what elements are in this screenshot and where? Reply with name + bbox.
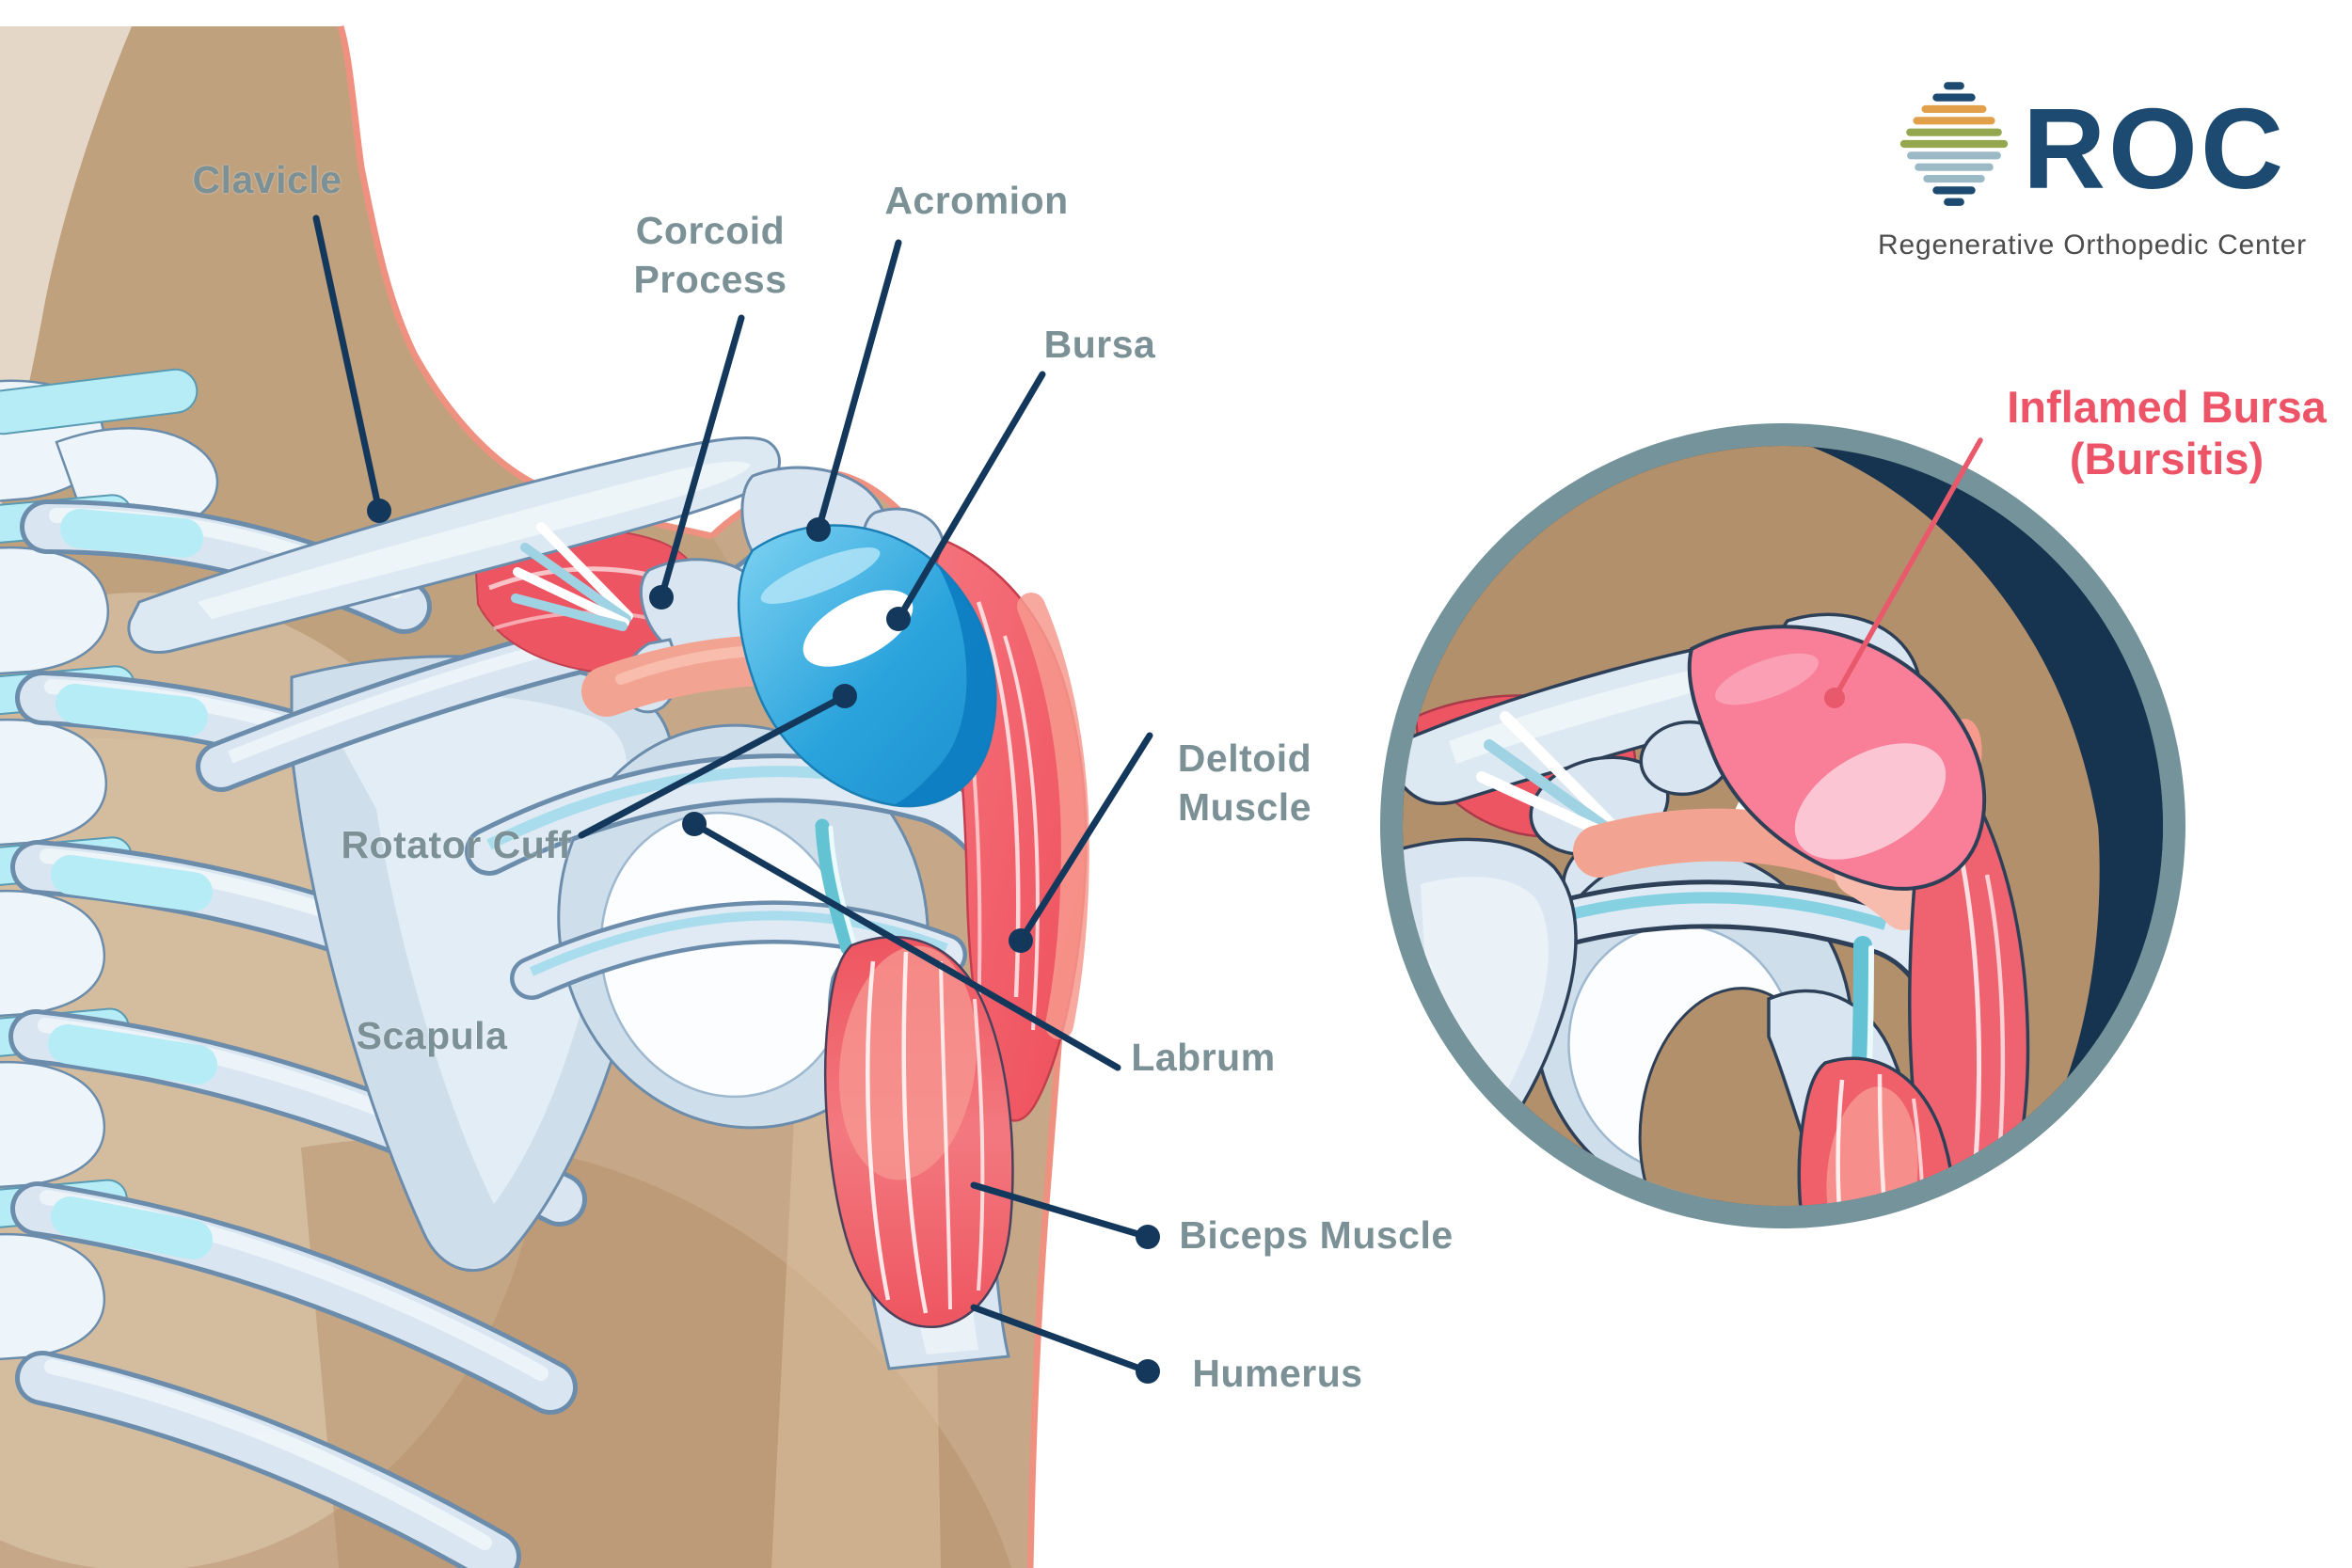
label-inflamed-bursa: Inflamed Bursa (Bursitis)	[2007, 381, 2327, 484]
label-labrum: Labrum	[1131, 1033, 1275, 1082]
label-humerus: Humerus	[1192, 1349, 1362, 1398]
label-corcoid-line1: Corcoid	[635, 209, 786, 252]
label-biceps-text: Biceps Muscle	[1179, 1213, 1454, 1257]
inset-circle	[1380, 423, 2185, 1228]
bursa-shape	[738, 524, 997, 808]
label-inflamed-bursa-line1: Inflamed Bursa	[2007, 382, 2327, 432]
roc-logo: ROC Regenerative Orthopedic Center	[1867, 77, 2317, 261]
label-labrum-text: Labrum	[1131, 1036, 1276, 1079]
leader-lines	[312, 214, 1160, 1384]
label-bursa-text: Bursa	[1043, 323, 1156, 366]
logo-brand-text: ROC	[2022, 85, 2287, 213]
label-acromion-text: Acromion	[884, 179, 1069, 222]
biceps-muscle-shape	[815, 818, 1014, 1328]
label-corcoid-line2: Process	[633, 258, 787, 301]
label-clavicle: Clavicle	[193, 155, 342, 204]
label-bursa: Bursa	[1044, 320, 1156, 369]
label-deltoid-line1: Deltoid	[1177, 736, 1312, 780]
label-humerus-text: Humerus	[1192, 1352, 1363, 1395]
label-inflamed-bursa-line2: (Bursitis)	[2069, 434, 2265, 483]
label-deltoid-line2: Muscle	[1178, 785, 1311, 829]
label-scapula-text: Scapula	[356, 1014, 508, 1057]
label-scapula: Scapula	[357, 1011, 508, 1060]
diamond-bars-icon	[1899, 82, 2009, 206]
label-acromion: Acromion	[884, 176, 1068, 225]
inset-leader-line	[1824, 437, 1983, 708]
label-rotator-cuff: Rotator Cuff	[341, 820, 571, 869]
label-clavicle-text: Clavicle	[192, 158, 342, 201]
label-corcoid-process: Corcoid Process	[633, 206, 787, 304]
logo-tagline-text: Regenerative Orthopedic Center	[1878, 230, 2307, 261]
inset-inflamed-bursa-shape	[1687, 625, 1987, 891]
label-rotator-cuff-text: Rotator Cuff	[341, 823, 572, 866]
label-biceps-muscle: Biceps Muscle	[1179, 1211, 1453, 1259]
label-deltoid-muscle: Deltoid Muscle	[1178, 734, 1311, 832]
